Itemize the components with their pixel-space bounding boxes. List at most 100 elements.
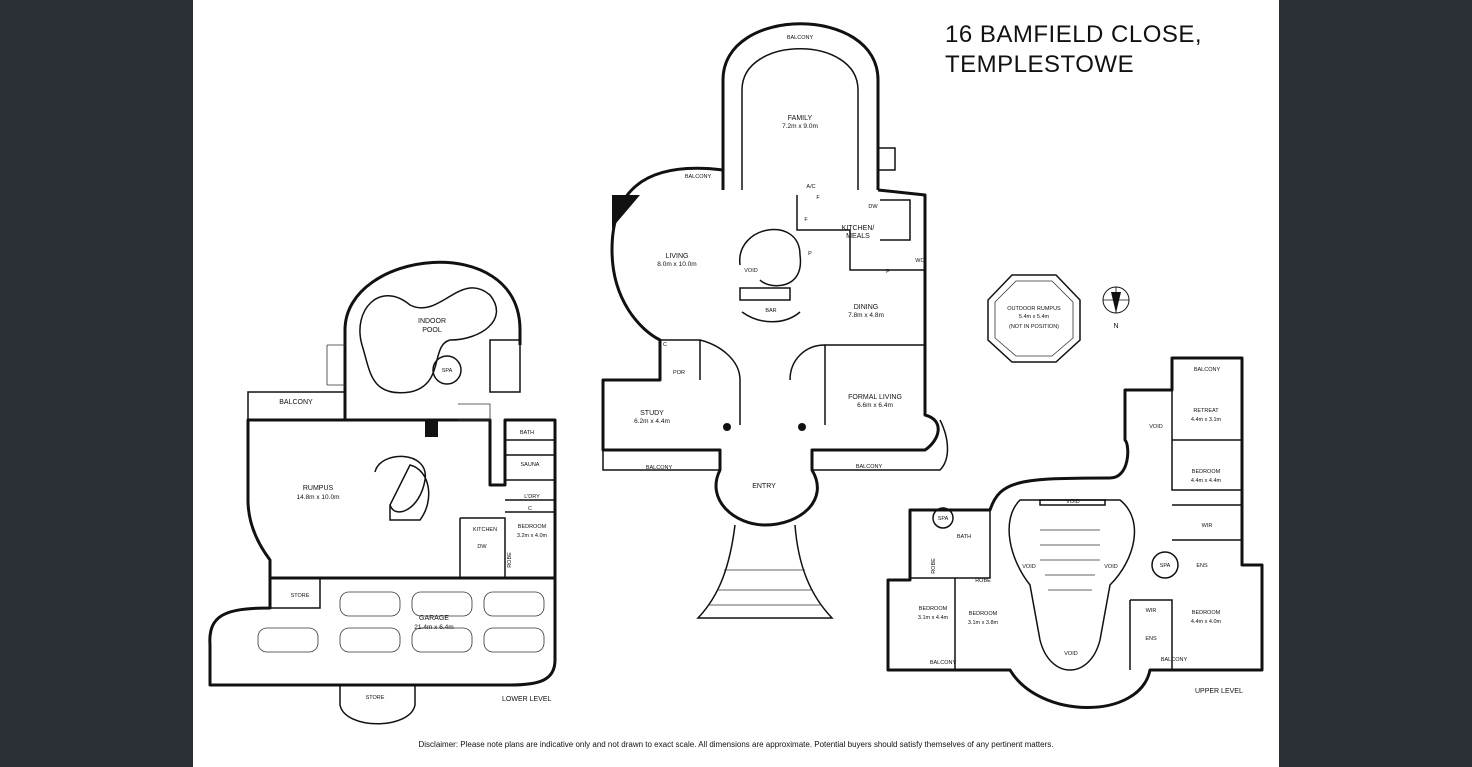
- rumpus-spiral-seat: [389, 464, 430, 521]
- lower-cupboard-label: C: [528, 506, 532, 512]
- bar-counter: [739, 287, 791, 301]
- floor-plan-sheet: [193, 0, 1279, 767]
- fireplace-block: [425, 420, 438, 437]
- fireplace-label: FP: [628, 212, 637, 221]
- formal-living-dims: 6.6m x 6.4m: [857, 402, 893, 409]
- lower-level-plan: INDOOR POOL SPA BALCONY RUMPUS 14.8m x 1…: [208, 260, 557, 725]
- lower-store-label-2: STORE: [366, 695, 385, 701]
- upper-level-plan: BALCONY VOID RETREAT 4.4m x 3.1m BEDROOM…: [886, 356, 1264, 709]
- living-label: LIVING: [666, 253, 689, 260]
- upper-void-right-label: VOID: [1104, 564, 1117, 570]
- ground-level-plan: BALCONY FAMILY 7.2m x 9.0m BALCONY A/C F…: [601, 22, 949, 619]
- upper-void-top-label: VOID: [1149, 424, 1162, 430]
- lower-balcony-outline: [247, 391, 345, 420]
- property-address-title: 16 BAMFIELD CLOSE, TEMPLESTOWE: [945, 20, 1265, 80]
- formal-living-label: FORMAL LIVING: [848, 394, 902, 401]
- lower-bedroom-label: BEDROOM: [518, 524, 547, 530]
- rumpus-label: RUMPUS: [303, 485, 334, 492]
- lower-robe-label: ROBE: [507, 552, 513, 568]
- upper-balcony-right-label: BALCONY: [1161, 657, 1188, 663]
- entry-label: ENTRY: [752, 483, 776, 490]
- ground-spiral-stair: [739, 228, 802, 287]
- pool-stair: [326, 344, 345, 386]
- fridge-label-1: F: [816, 195, 820, 201]
- upper-left-dividers: [910, 509, 991, 670]
- garage-label: GARAGE: [419, 615, 449, 622]
- family-label: FAMILY: [788, 115, 813, 122]
- upper-spa-right-label: SPA: [1160, 563, 1171, 569]
- upper-robe-label-1: ROBE: [931, 558, 937, 574]
- upper-main-wall: [886, 356, 1264, 709]
- family-dims: 7.2m x 9.0m: [782, 123, 818, 130]
- bar-label: BAR: [765, 308, 776, 314]
- lower-stair-block: [489, 339, 521, 393]
- rumpus-dims: 14.8m x 10.0m: [297, 494, 340, 501]
- upper-bedroom-main-label: BEDROOM: [1192, 469, 1221, 475]
- ac-label: A/C: [806, 184, 815, 190]
- compass-arrow-icon: [1111, 292, 1121, 313]
- ground-void-label: VOID: [744, 268, 757, 274]
- upper-wir-label-1: WIR: [1202, 523, 1213, 529]
- rumpus-wall: [246, 418, 557, 580]
- entry-stair-treads: [708, 569, 822, 606]
- garage-cars: [257, 591, 545, 653]
- sauna-label: SAUNA: [521, 462, 540, 468]
- wo-label: WO: [915, 258, 925, 264]
- upper-bath-label: BATH: [957, 534, 971, 540]
- upper-central-void: [1008, 499, 1136, 671]
- garage-wall: [208, 576, 557, 687]
- upper-balcony-top-label: BALCONY: [1194, 367, 1221, 373]
- lower-stair-landing: [458, 403, 491, 421]
- kitchen-meals-label-2: MEALS: [846, 233, 870, 240]
- bar-curve: [741, 311, 801, 323]
- laundry-label: L'DRY: [524, 494, 540, 500]
- upper-spa-right-outline: [1151, 551, 1179, 579]
- spa-outline: [432, 355, 462, 385]
- entry-front-stair: [696, 524, 834, 619]
- entry-stair-hall: [660, 339, 826, 425]
- upper-spa-left-label: SPA: [938, 516, 949, 522]
- outdoor-rumpus-note: (NOT IN POSITION): [1009, 324, 1059, 330]
- garage-store-bay: [339, 685, 416, 725]
- study-balcony-label: BALCONY: [646, 465, 673, 471]
- service-room-dividers: [505, 439, 555, 513]
- kitchen-outline: [459, 517, 506, 578]
- disclaimer-text: Disclaimer: Please note plans are indica…: [418, 740, 1054, 749]
- indoor-pool-label-1: INDOOR: [418, 318, 446, 325]
- fridge-label-2: F: [804, 217, 808, 223]
- upper-bedroom-mid-label: BEDROOM: [969, 611, 998, 617]
- lower-bedroom-dims: 3.2m x 4.0m: [517, 533, 548, 539]
- indoor-pool-label-2: POOL: [422, 327, 442, 334]
- lower-level-label: LOWER LEVEL: [502, 696, 552, 703]
- outdoor-rumpus-inner: [994, 280, 1074, 357]
- entry-column-left: [723, 423, 731, 431]
- upper-void-left-label: VOID: [1022, 564, 1035, 570]
- upper-wir-label-2: WIR: [1146, 608, 1157, 614]
- dining-dims: 7.8m x 4.8m: [848, 312, 884, 319]
- study-label: STUDY: [640, 410, 664, 417]
- upper-void-top-ledge: [1039, 499, 1106, 506]
- living-dims: 8.0m x 10.0m: [657, 261, 696, 268]
- garage-dims: 21.4m x 6.4m: [414, 624, 453, 631]
- lower-balcony-label: BALCONY: [279, 399, 313, 406]
- upper-void-bottom-label: VOID: [1064, 651, 1077, 657]
- study-dims: 6.2m x 4.4m: [634, 418, 670, 425]
- upper-balcony-left-label: BALCONY: [930, 660, 957, 666]
- outdoor-rumpus-plan: OUTDOOR RUMPUS 5.4m x 5.4m (NOT IN POSIT…: [987, 274, 1081, 363]
- outdoor-rumpus-dims: 5.4m x 5.4m: [1019, 314, 1050, 320]
- lower-bath-label: BATH: [520, 430, 534, 436]
- upper-robe-label-2: ROBE: [975, 578, 991, 584]
- top-balcony-label: BALCONY: [787, 35, 814, 41]
- ground-balconies: [602, 419, 949, 471]
- ground-main-wall: [601, 166, 940, 527]
- entry-column-right: [798, 423, 806, 431]
- family-bay-wall: [721, 22, 880, 190]
- upper-bedroom-main-dims: 4.4m x 4.4m: [1191, 478, 1222, 484]
- pool-enclosure-wall: [343, 260, 522, 420]
- pantry-label-2: P: [886, 269, 890, 275]
- address-line-1: 16 BAMFIELD CLOSE,: [945, 21, 1203, 48]
- retreat-label: RETREAT: [1193, 408, 1219, 414]
- north-compass: N: [1102, 286, 1130, 330]
- upper-ens-label-2: ENS: [1145, 636, 1157, 642]
- upper-bedroom-left-dims: 3.1m x 4.4m: [918, 615, 949, 621]
